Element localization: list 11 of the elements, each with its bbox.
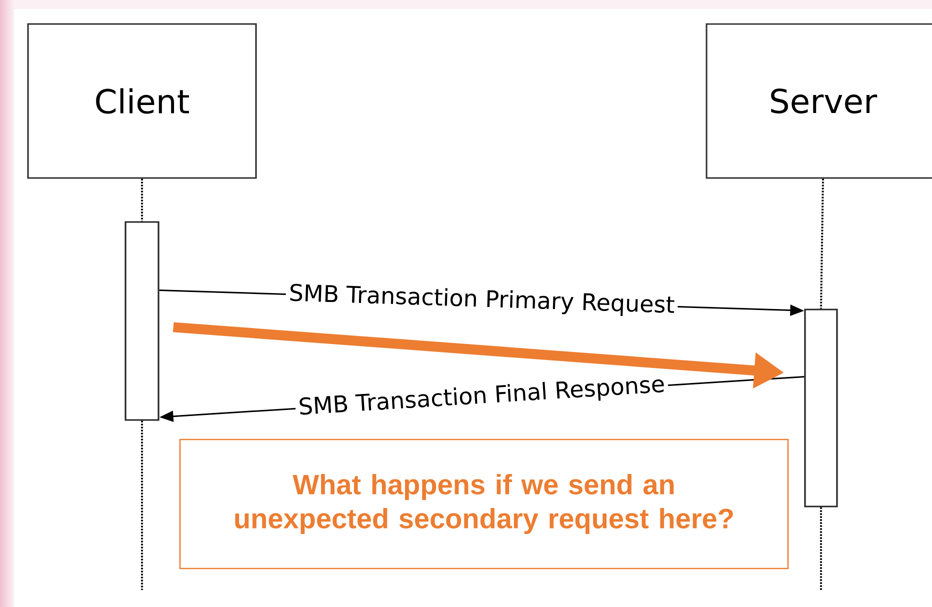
lifeline	[820, 507, 822, 590]
actor-box: Client	[27, 23, 257, 179]
lifeline	[141, 178, 143, 222]
activation-bar	[124, 221, 160, 421]
edge-label: SMB Transaction Primary Request	[285, 280, 678, 321]
actor-box: Server	[706, 23, 932, 179]
lifeline	[820, 178, 824, 309]
lifeline	[141, 420, 143, 590]
callout-box: What happens if we send an unexpected secondary request here?	[179, 438, 789, 570]
activation-bar	[804, 308, 838, 508]
edge-label: SMB Transaction Final Response	[294, 371, 669, 423]
